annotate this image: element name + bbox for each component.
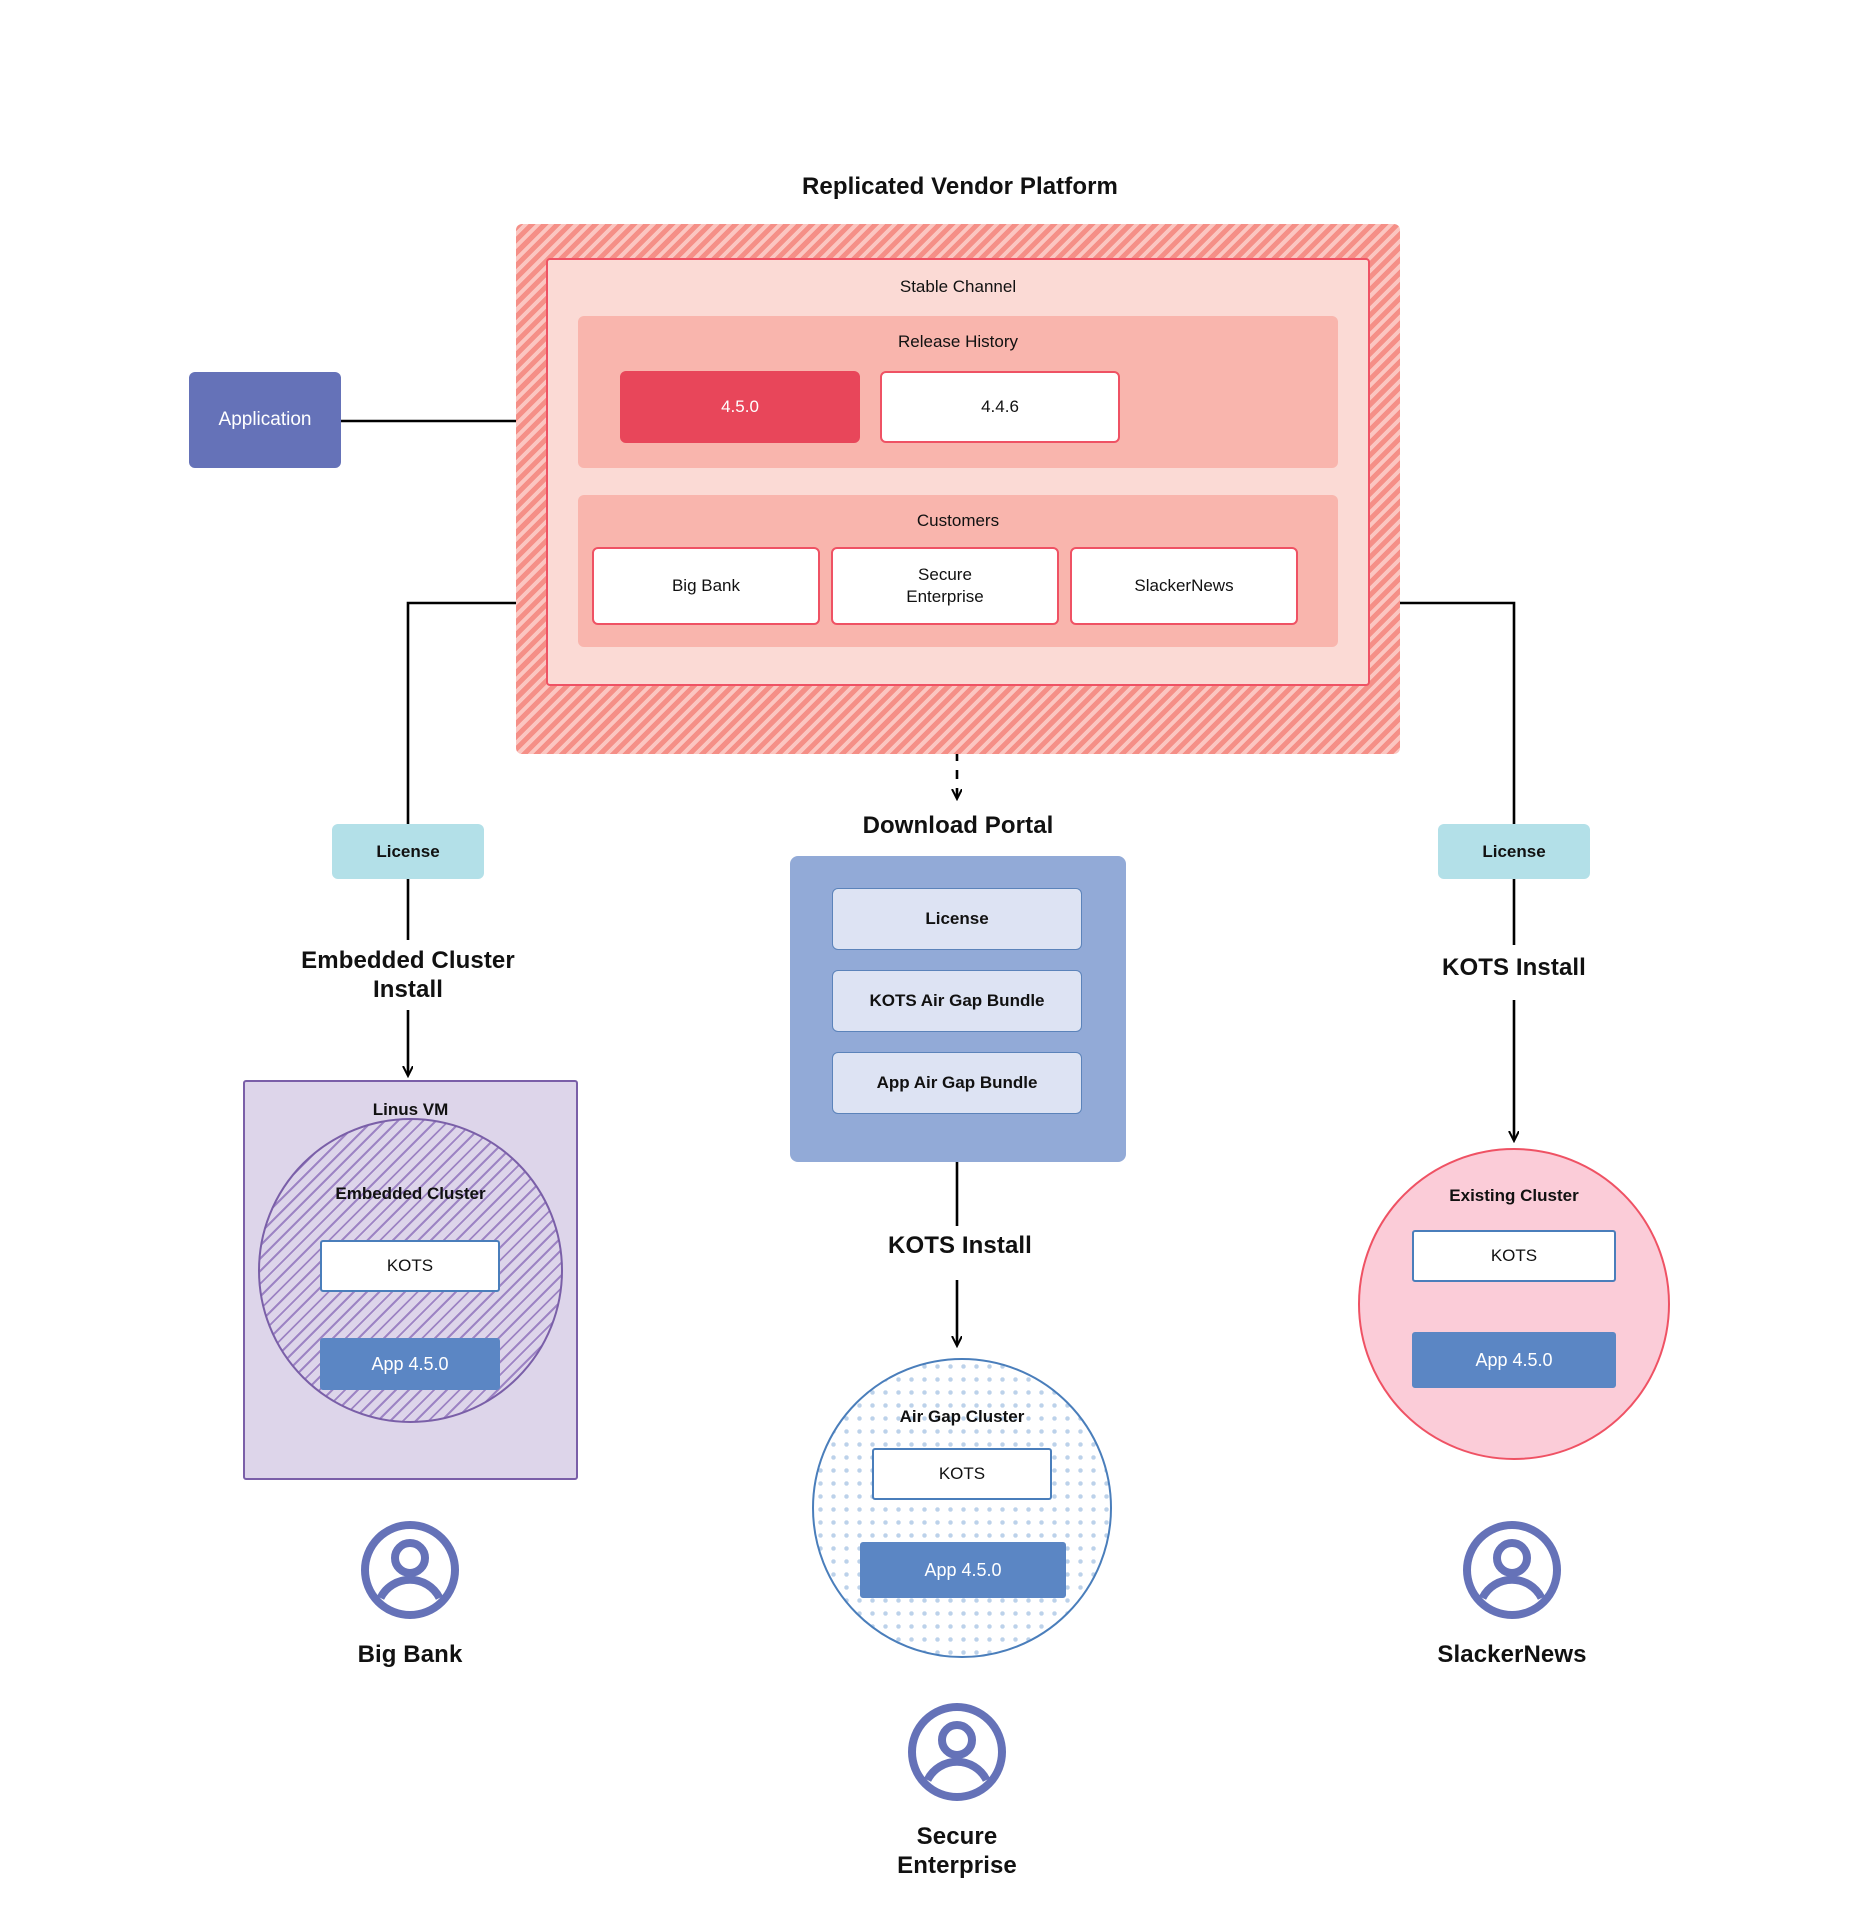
kots-box-center[interactable]: KOTS — [872, 1448, 1052, 1500]
vendor-platform-container: Stable Channel Release History 4.5.0 4.4… — [516, 224, 1400, 754]
air-gap-cluster-circle — [812, 1358, 1112, 1658]
customers-label: Customers — [916, 510, 1000, 530]
application-box[interactable]: Application — [189, 372, 341, 468]
customer-label-slackernews: SlackerNews — [1437, 1641, 1587, 1669]
customer-card-slackernews[interactable]: SlackerNews — [1070, 547, 1298, 625]
application-box-label: Application — [218, 409, 312, 430]
release-history-label: Release History — [898, 331, 1018, 351]
release-item-previous[interactable]: 4.4.6 — [880, 371, 1120, 443]
portal-item-kots-airgap-bundle-label: KOTS Air Gap Bundle — [869, 991, 1045, 1010]
kots-install-label-center: KOTS Install — [888, 1232, 1032, 1260]
release-version-previous: 4.4.6 — [981, 396, 1019, 416]
embedded-cluster-circle — [258, 1118, 563, 1423]
customer-name-big-bank: Big Bank — [671, 575, 741, 595]
app-version-box-right[interactable]: App 4.5.0 — [1412, 1332, 1616, 1388]
license-box-left[interactable]: License — [332, 824, 484, 879]
portal-item-app-airgap-bundle-label: App Air Gap Bundle — [876, 1073, 1038, 1092]
avatar-big-bank — [358, 1518, 462, 1622]
customer-card-secure-enterprise[interactable]: Secure Enterprise — [831, 547, 1059, 625]
app-version-box-left[interactable]: App 4.5.0 — [320, 1338, 500, 1390]
customer-name-secure-enterprise: Secure Enterprise — [906, 564, 984, 606]
license-box-right-label: License — [1482, 841, 1546, 861]
release-item-current[interactable]: 4.5.0 — [620, 371, 860, 443]
license-box-left-label: License — [376, 841, 440, 861]
linus-vm-label: Linus VM — [372, 1099, 449, 1119]
page-title: Replicated Vendor Platform — [801, 173, 1118, 201]
kots-box-center-label: KOTS — [938, 1464, 986, 1483]
kots-box-left[interactable]: KOTS — [320, 1240, 500, 1292]
kots-box-right[interactable]: KOTS — [1412, 1230, 1616, 1282]
kots-install-label-right: KOTS Install — [1442, 954, 1586, 982]
avatar-slackernews — [1460, 1518, 1564, 1622]
portal-item-license[interactable]: License — [832, 888, 1082, 950]
embedded-cluster-label: Embedded Cluster — [335, 1183, 486, 1203]
release-version-current: 4.5.0 — [721, 396, 759, 416]
existing-cluster-label: Existing Cluster — [1449, 1185, 1579, 1205]
kots-box-left-label: KOTS — [386, 1256, 434, 1275]
customer-name-slackernews: SlackerNews — [1134, 575, 1234, 595]
license-box-right[interactable]: License — [1438, 824, 1590, 879]
portal-item-kots-airgap-bundle[interactable]: KOTS Air Gap Bundle — [832, 970, 1082, 1032]
kots-box-right-label: KOTS — [1490, 1246, 1538, 1265]
embedded-cluster-install-label: Embedded Cluster Install — [301, 946, 515, 1003]
portal-item-license-label: License — [925, 909, 989, 928]
avatar-secure-enterprise — [905, 1700, 1009, 1804]
stable-channel-label: Stable Channel — [899, 276, 1017, 296]
air-gap-cluster-label: Air Gap Cluster — [899, 1406, 1025, 1426]
app-version-box-right-label: App 4.5.0 — [1475, 1349, 1553, 1370]
portal-item-app-airgap-bundle[interactable]: App Air Gap Bundle — [832, 1052, 1082, 1114]
download-portal-container: License KOTS Air Gap Bundle App Air Gap … — [790, 856, 1126, 1162]
existing-cluster-circle — [1358, 1148, 1670, 1460]
app-version-box-center[interactable]: App 4.5.0 — [860, 1542, 1066, 1598]
customer-card-big-bank[interactable]: Big Bank — [592, 547, 820, 625]
customer-label-big-bank: Big Bank — [357, 1641, 463, 1669]
stable-channel-panel: Stable Channel Release History 4.5.0 4.4… — [546, 258, 1370, 686]
download-portal-title: Download Portal — [862, 812, 1054, 840]
customers-panel: Customers Big Bank Secure Enterprise Sla… — [578, 495, 1338, 647]
customer-label-secure-enterprise: Secure Enterprise — [897, 1822, 1017, 1879]
app-version-box-center-label: App 4.5.0 — [924, 1559, 1002, 1580]
app-version-box-left-label: App 4.5.0 — [371, 1353, 449, 1374]
release-history-panel: Release History 4.5.0 4.4.6 — [578, 316, 1338, 468]
